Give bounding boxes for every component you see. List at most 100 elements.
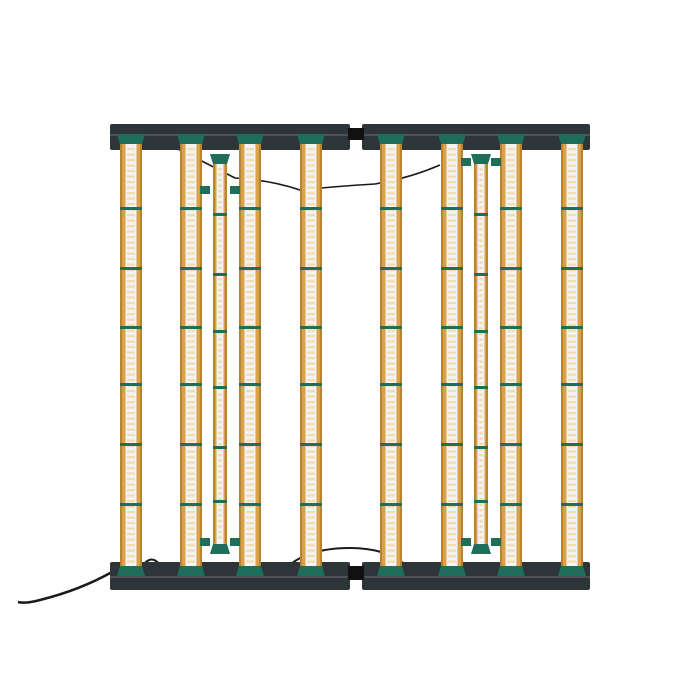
led-chip	[387, 379, 395, 382]
power-cables	[17, 144, 441, 604]
wide-light-bar	[297, 134, 325, 576]
led-chip	[187, 390, 195, 393]
led-chip	[127, 197, 135, 200]
led-chip	[307, 439, 315, 442]
led-chip	[448, 560, 456, 563]
led-chip	[307, 555, 315, 558]
led-chip	[507, 505, 515, 508]
led-chip	[246, 445, 254, 448]
led-chip	[507, 379, 515, 382]
bottom-end-cap	[558, 566, 586, 576]
led-chip	[507, 324, 515, 327]
led-chip	[448, 390, 456, 393]
led-chip	[387, 225, 395, 228]
power-cord	[17, 570, 113, 604]
led-chip	[307, 467, 315, 470]
led-chip	[448, 538, 456, 541]
led-chip	[307, 263, 315, 266]
led-chip	[479, 481, 483, 484]
led-chip	[448, 434, 456, 437]
led-chip	[387, 434, 395, 437]
led-chip	[479, 536, 483, 539]
led-chip	[448, 241, 456, 244]
led-chip	[307, 500, 315, 503]
led-chip	[218, 239, 222, 242]
led-chip	[568, 379, 576, 382]
led-chip	[448, 489, 456, 492]
led-chip	[218, 283, 222, 286]
led-chip	[448, 280, 456, 283]
led-chip	[568, 560, 576, 563]
led-chip	[448, 258, 456, 261]
bar-band	[380, 383, 402, 386]
led-chip	[307, 434, 315, 437]
led-chip	[448, 494, 456, 497]
led-chip	[568, 263, 576, 266]
top-end-cap	[177, 134, 205, 144]
led-chip	[479, 190, 483, 193]
bar-frame-edge	[225, 156, 227, 552]
bar-band	[180, 503, 202, 506]
led-chip	[387, 406, 395, 409]
led-chip	[479, 371, 483, 374]
led-chip	[448, 511, 456, 514]
led-chip	[187, 450, 195, 453]
led-chip	[568, 522, 576, 525]
led-chip	[479, 289, 483, 292]
led-chip	[127, 538, 135, 541]
led-chip	[448, 192, 456, 195]
bar-band	[239, 207, 261, 210]
led-chip	[127, 203, 135, 206]
led-chip	[307, 148, 315, 151]
bar-frame-edge	[239, 136, 241, 574]
led-chip	[218, 520, 222, 523]
led-chip	[568, 230, 576, 233]
led-chip	[387, 461, 395, 464]
led-chip	[448, 351, 456, 354]
led-chip	[187, 302, 195, 305]
led-chip	[307, 351, 315, 354]
led-chip	[127, 263, 135, 266]
led-chip	[507, 395, 515, 398]
led-chip	[568, 423, 576, 426]
led-chip	[507, 280, 515, 283]
led-chip	[307, 505, 315, 508]
led-chip	[387, 230, 395, 233]
bar-band	[300, 503, 322, 506]
led-chip	[127, 296, 135, 299]
led-chip	[307, 368, 315, 371]
led-chip	[507, 494, 515, 497]
led-chip	[387, 186, 395, 189]
led-chip	[246, 241, 254, 244]
top-end-cap	[210, 154, 230, 164]
led-chip	[568, 197, 576, 200]
bar-band	[239, 503, 261, 506]
bar-band	[213, 386, 227, 389]
led-chip	[507, 148, 515, 151]
led-chip	[448, 527, 456, 530]
led-chip	[568, 500, 576, 503]
led-chip	[507, 236, 515, 239]
led-chip	[307, 241, 315, 244]
led-chip	[507, 252, 515, 255]
led-chip	[479, 531, 483, 534]
led-chip	[479, 256, 483, 259]
led-chip	[127, 340, 135, 343]
led-chip	[387, 175, 395, 178]
led-chip	[387, 263, 395, 266]
led-chip	[507, 390, 515, 393]
led-chip	[187, 346, 195, 349]
led-chip	[568, 302, 576, 305]
led-chip	[246, 164, 254, 167]
light-bars	[117, 134, 586, 576]
led-chip	[507, 285, 515, 288]
led-chip	[246, 346, 254, 349]
led-chip	[568, 450, 576, 453]
led-chip	[568, 241, 576, 244]
led-chip	[387, 373, 395, 376]
led-chip	[387, 252, 395, 255]
bar-band	[441, 267, 463, 270]
led-chip	[187, 164, 195, 167]
led-chip	[479, 377, 483, 380]
led-chip	[187, 175, 195, 178]
